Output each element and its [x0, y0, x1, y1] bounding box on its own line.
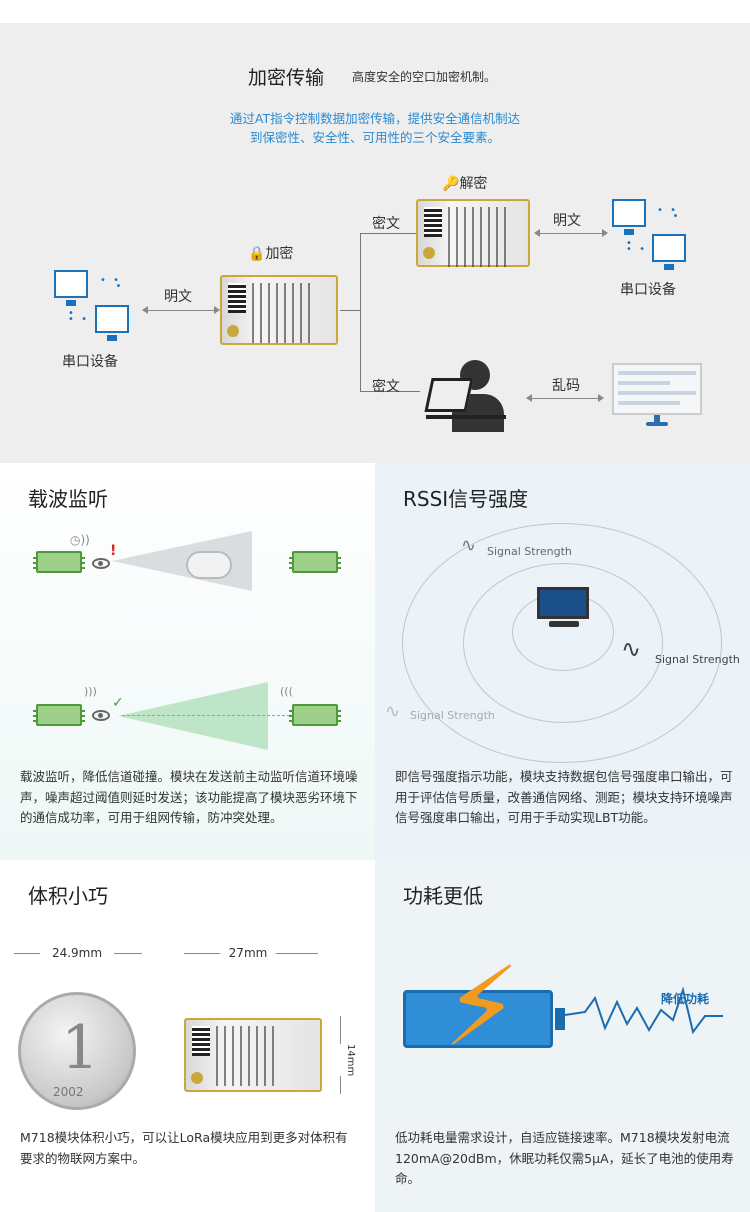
- arrow-bidirectional: [526, 394, 604, 402]
- module-icon: [33, 704, 85, 726]
- encryption-section: 加密传输 高度安全的空口加密机制。 通过AT指令控制数据加密传输，提供安全通信机…: [0, 23, 750, 463]
- dots-icon: •• • •: [68, 308, 103, 325]
- coin-value: 1: [61, 1013, 100, 1083]
- noise-cloud-icon: [186, 551, 232, 579]
- coin-width-label: 24.9mm: [40, 946, 114, 960]
- power-section: 功耗更低 ⚡ 降低功耗 低功耗电量需求设计，自适应链接速率。M718模块发射电流…: [375, 860, 750, 1212]
- encrypt-label: 🔒加密: [248, 246, 294, 262]
- signal-strength-label: Signal Strength: [487, 545, 572, 558]
- serial-device-left-label: 串口设备: [62, 354, 118, 370]
- monitor-icon: [612, 199, 646, 235]
- signal-ring: [402, 523, 722, 763]
- lock-icon: 🔒: [248, 246, 266, 262]
- wifi-icon: ∿: [385, 701, 401, 722]
- battery-icon: [403, 990, 553, 1048]
- plaintext-left-label: 明文: [164, 289, 192, 305]
- power-wave: [565, 986, 723, 1035]
- dots-icon: •• • •: [626, 238, 661, 255]
- carrier-sense-section: 载波监听 ◷)) ! ))) ✓ ((( 载波监听，降低信道碰撞。模块在发送前主…: [0, 463, 375, 860]
- coin-image: 1 2002: [18, 992, 136, 1110]
- coin-year: 2002: [53, 1085, 84, 1099]
- garbled-screen-image: [612, 363, 702, 415]
- size-description: M718模块体积小巧，可以让LoRa模块应用到更多对体积有要求的物联网方案中。: [20, 1130, 348, 1166]
- wifi-icon: ∿: [621, 635, 642, 663]
- signal-strength-label: Signal Strength: [410, 709, 495, 722]
- module-width-label: 27mm: [220, 946, 276, 960]
- size-section: 体积小巧 24.9mm 1 2002 27mm 14mm M718模块体积小巧，…: [0, 860, 375, 1212]
- encrypt-module-image: [220, 275, 338, 345]
- monitor-icon: [652, 234, 686, 270]
- hacker-icon: [424, 360, 518, 432]
- clock-icon: ◷)): [70, 533, 90, 547]
- module-image: [184, 1018, 322, 1092]
- rssi-title: RSSI信号强度: [403, 487, 529, 511]
- encryption-title: 加密传输: [248, 67, 325, 89]
- encryption-subtitle: 高度安全的空口加密机制。: [352, 70, 497, 84]
- dots-icon: • • •: [100, 275, 124, 292]
- decrypt-module-image: [416, 199, 530, 267]
- garbled-label: 乱码: [552, 378, 580, 394]
- module-icon: [289, 704, 341, 726]
- monitor-icon: [54, 270, 88, 306]
- dots-icon: • • •: [657, 205, 681, 222]
- rssi-section: RSSI信号强度 ∿ Signal Strength ∿ Signal Stre…: [375, 463, 750, 860]
- module-icon: [33, 551, 85, 573]
- wifi-icon: (((: [280, 685, 293, 698]
- lightning-icon: ⚡: [443, 943, 521, 1071]
- arrow-bidirectional: [142, 306, 220, 314]
- reduce-power-label: 降低功耗: [661, 992, 710, 1006]
- check-icon: ✓: [112, 695, 124, 711]
- module-icon: [289, 551, 341, 573]
- cipher-top-label: 密文: [372, 216, 400, 232]
- key-icon: 🔑: [442, 176, 460, 192]
- wifi-icon: ∿: [461, 535, 477, 556]
- decrypt-label: 🔑解密: [442, 176, 488, 192]
- wifi-icon: ))): [84, 685, 97, 698]
- serial-device-right-label: 串口设备: [620, 282, 676, 298]
- power-description: 低功耗电量需求设计，自适应链接速率。M718模块发射电流120mA@20dBm，…: [395, 1130, 734, 1186]
- computer-icon: [537, 587, 589, 619]
- signal-strength-label: Signal Strength: [655, 653, 740, 666]
- signal-ring: [463, 563, 663, 723]
- transmission-line: [122, 715, 290, 716]
- carrier-sense-description: 载波监听，降低信道碰撞。模块在发送前主动监听信道环境噪声，噪声超过阈值则延时发送…: [20, 769, 358, 825]
- monitor-icon: [95, 305, 129, 341]
- eye-icon: [92, 558, 110, 569]
- plaintext-right-label: 明文: [553, 213, 581, 229]
- eye-icon: [92, 710, 110, 721]
- cipher-bottom-label: 密文: [372, 379, 400, 395]
- warning-icon: !: [110, 543, 117, 559]
- size-title: 体积小巧: [28, 884, 108, 908]
- arrow-bidirectional: [534, 229, 608, 237]
- encryption-desc-line2: 到保密性、安全性、可用性的三个安全要素。: [249, 130, 500, 145]
- module-height-label: 14mm: [324, 1044, 356, 1077]
- carrier-sense-title: 载波监听: [28, 487, 108, 511]
- power-title: 功耗更低: [403, 884, 483, 908]
- rssi-description: 即信号强度指示功能，模块支持数据包信号强度串口输出，可用于评估信号质量，改善通信…: [395, 769, 733, 825]
- beam-shape: [118, 682, 268, 750]
- encryption-desc-line1: 通过AT指令控制数据加密传输，提供安全通信机制达: [229, 111, 521, 126]
